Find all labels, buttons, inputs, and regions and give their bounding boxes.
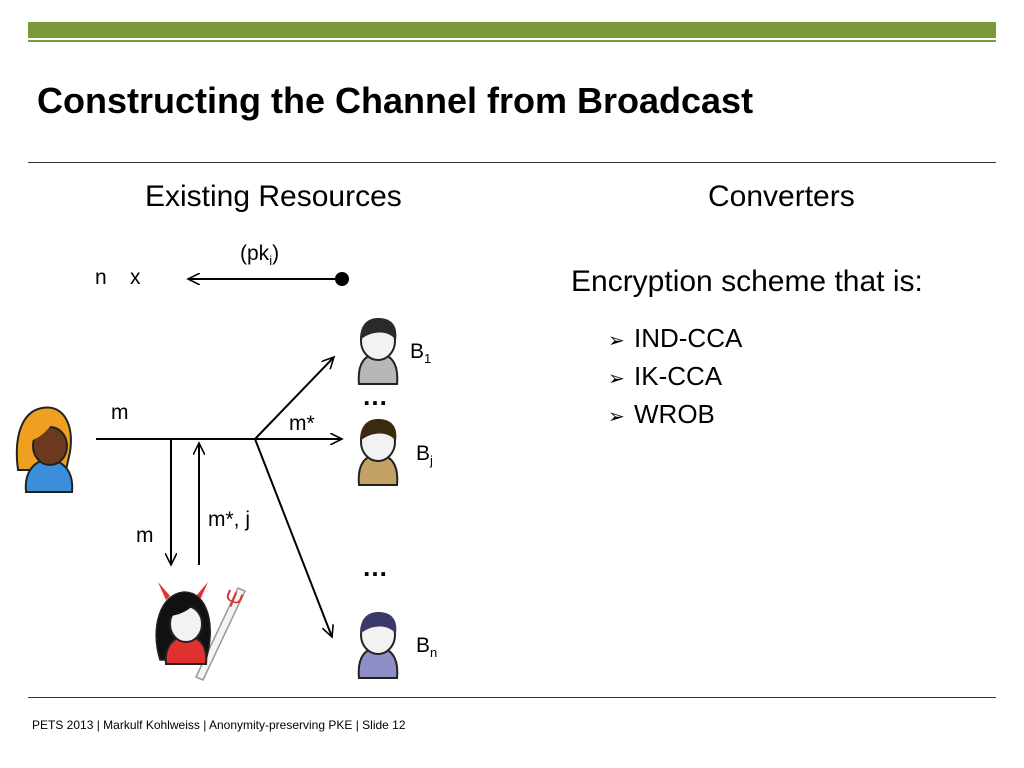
ellipsis-top: … bbox=[362, 381, 389, 411]
ellipsis-bottom: … bbox=[362, 552, 389, 582]
leaked-message-label: m bbox=[136, 524, 154, 547]
slide-footer: PETS 2013 | Markulf Kohlweiss | Anonymit… bbox=[32, 718, 406, 732]
branch-arrow-b1 bbox=[254, 357, 334, 440]
converters-heading: Converters bbox=[708, 180, 855, 213]
encryption-intro: Encryption scheme that is: bbox=[571, 265, 923, 298]
bullet-text: IND-CCA bbox=[634, 323, 743, 353]
title-divider bbox=[28, 162, 996, 163]
slide-title: Constructing the Channel from Broadcast bbox=[37, 80, 754, 121]
pk-label: (pki) bbox=[240, 242, 280, 269]
x-label: x bbox=[130, 266, 141, 289]
receiver-bn-person-icon bbox=[357, 612, 399, 679]
bullet-text: IK-CCA bbox=[634, 361, 723, 391]
injected-message-label: m*, j bbox=[208, 508, 250, 531]
receiver-b1-person-icon bbox=[357, 318, 399, 385]
existing-resources-heading: Existing Resources bbox=[145, 180, 402, 213]
bullet-arrow-icon: ➢ bbox=[608, 330, 625, 352]
list-item: ➢ WROB bbox=[608, 398, 742, 436]
list-item: ➢ IND-CCA bbox=[608, 322, 742, 360]
branch-arrow-bn bbox=[254, 438, 332, 637]
n-label: n bbox=[95, 266, 107, 289]
receiver-bn-label: Bn bbox=[416, 634, 438, 661]
bullet-arrow-icon: ➢ bbox=[608, 406, 625, 428]
receiver-b1-label: B1 bbox=[410, 340, 432, 367]
list-item: ➢ IK-CCA bbox=[608, 360, 742, 398]
message-label: m bbox=[111, 401, 129, 424]
sender-person-icon bbox=[15, 406, 74, 493]
receiver-bj-label: Bj bbox=[416, 442, 433, 469]
bullet-text: WROB bbox=[634, 399, 715, 429]
adversary-devil-icon: Ψ bbox=[155, 582, 247, 681]
pk-source-dot bbox=[335, 272, 349, 286]
footer-divider bbox=[28, 697, 996, 698]
bullet-arrow-icon: ➢ bbox=[608, 368, 625, 390]
ciphertext-label: m* bbox=[289, 412, 315, 435]
receiver-bj-person-icon bbox=[357, 419, 399, 486]
accent-bar bbox=[28, 22, 996, 38]
accent-bar-underline bbox=[28, 40, 996, 42]
requirements-list: ➢ IND-CCA ➢ IK-CCA ➢ WROB bbox=[608, 322, 742, 436]
svg-text:Ψ: Ψ bbox=[220, 584, 246, 614]
